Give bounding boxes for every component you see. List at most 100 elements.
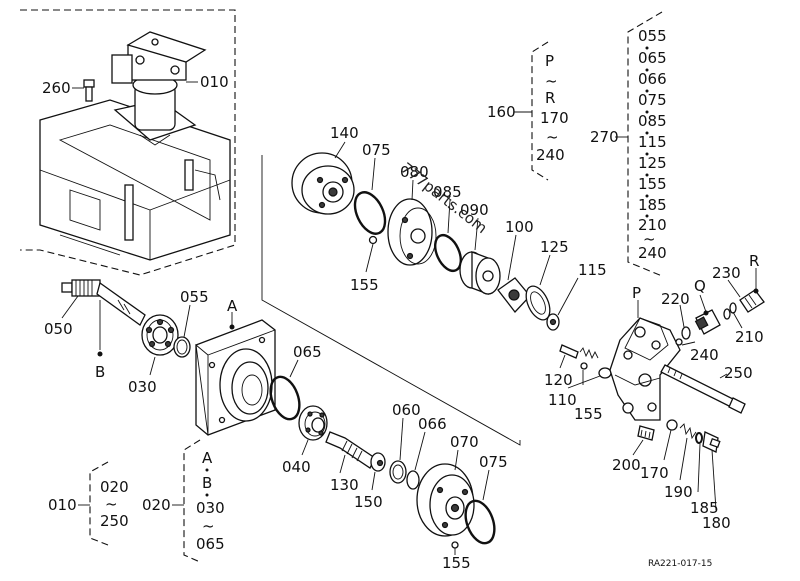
group270-item-7: 155 — [638, 175, 667, 193]
legend-010: 010 020 ~ 250 — [48, 461, 129, 546]
group-160: 160 P ~ R 170 ~ 240 — [487, 41, 569, 181]
group160-item-2: R — [545, 89, 555, 107]
drawing-code: RA221-017-15 — [648, 559, 712, 569]
frame-icon — [39, 99, 231, 261]
group-270: 270 055 065 066 075 085 115 125 155 185 … — [590, 11, 667, 277]
label-170: 170 — [640, 464, 669, 482]
label-085: 085 — [433, 183, 462, 201]
label-155a: 155 — [350, 276, 379, 294]
label-240: 240 — [690, 346, 719, 364]
flange-housing-icon — [195, 319, 276, 436]
group160-item-0: P — [545, 52, 554, 70]
label-066: 066 — [418, 415, 447, 433]
motor-assembly-icon — [111, 31, 207, 146]
label-200: 200 — [612, 456, 641, 474]
legend010-label: 010 — [48, 496, 77, 514]
label-055: 055 — [180, 288, 209, 306]
label-010: 010 — [200, 73, 229, 91]
legend020-label: 020 — [142, 496, 171, 514]
legend020-item-4: 065 — [196, 535, 225, 553]
group270-dots — [645, 46, 649, 218]
label-120: 120 — [544, 371, 573, 389]
label-090: 090 — [460, 201, 489, 219]
label-140: 140 — [330, 124, 359, 142]
label-030: 030 — [128, 378, 157, 396]
legend010-item-2: 250 — [100, 512, 129, 530]
label-070: 070 — [450, 433, 479, 451]
o-ring-icon — [353, 191, 387, 235]
front-left-group: 050 B 030 055 — [44, 279, 508, 572]
label-125: 125 — [540, 238, 569, 256]
label-A: A — [227, 297, 238, 315]
label-130: 130 — [330, 476, 359, 494]
ball-bearing-icon — [141, 314, 179, 356]
valve-group: 120 155 110 P 240 220 — [544, 252, 765, 532]
label-270: 270 — [590, 128, 619, 146]
explode-box — [261, 155, 521, 446]
label-060: 060 — [392, 401, 421, 419]
label-050: 050 — [44, 320, 73, 338]
group270-item-11: 240 — [638, 244, 667, 262]
check-valve-icon — [739, 289, 765, 313]
cylinder-090 — [459, 251, 501, 295]
group270-item-9: 210 — [638, 216, 667, 234]
legend010-item-1: ~ — [105, 495, 118, 513]
front-cover-070 — [416, 463, 475, 537]
label-110: 110 — [548, 391, 577, 409]
label-115: 115 — [578, 261, 607, 279]
label-P: P — [632, 284, 641, 302]
label-150: 150 — [354, 493, 383, 511]
label-040: 040 — [282, 458, 311, 476]
group160-item-4: ~ — [546, 128, 559, 146]
label-260: 260 — [42, 79, 71, 97]
label-210: 210 — [735, 328, 764, 346]
group160-item-1: ~ — [545, 72, 558, 90]
label-080: 080 — [400, 163, 429, 181]
valve-body-icon — [609, 317, 681, 421]
legend020-item-3: ~ — [202, 517, 215, 535]
group270-item-8: 185 — [638, 196, 667, 214]
label-220: 220 — [661, 290, 690, 308]
group270-item-10: ~ — [643, 230, 656, 248]
group270-item-2: 066 — [638, 70, 667, 88]
label-190: 190 — [664, 483, 693, 501]
group270-item-5: 115 — [638, 133, 667, 151]
group270-item-4: 085 — [638, 112, 667, 130]
label-155b: 155 — [574, 405, 603, 423]
valve-plate-080 — [387, 198, 437, 266]
rear-group: 140 075 155 080 085 090 — [291, 124, 607, 331]
label-180: 180 — [702, 514, 731, 532]
group270-item-3: 075 — [638, 91, 667, 109]
label-230: 230 — [712, 264, 741, 282]
swash-plate-100 — [497, 277, 531, 314]
long-bolt-icon — [660, 364, 746, 414]
group270-item-0: 055 — [638, 27, 667, 45]
group270-item-1: 065 — [638, 49, 667, 67]
label-185: 185 — [690, 499, 719, 517]
rear-cover-140 — [291, 152, 355, 215]
label-Q: Q — [694, 277, 706, 295]
legend020-item-2: 030 — [196, 499, 225, 517]
label-075a: 075 — [362, 141, 391, 159]
group160-item-3: 170 — [540, 109, 569, 127]
label-250: 250 — [724, 364, 753, 382]
label-075b: 075 — [479, 453, 508, 471]
bolt-icon — [83, 79, 95, 102]
group270-item-6: 125 — [638, 154, 667, 172]
group160-item-5: 240 — [536, 146, 565, 164]
legend020-item-0: A — [202, 449, 213, 467]
bearing-040 — [298, 405, 328, 441]
legend-020: 020 A B 030 ~ 065 — [142, 439, 225, 563]
relief-valve-icon — [694, 309, 721, 335]
label-R: R — [749, 252, 759, 270]
splined-shaft-icon — [61, 279, 146, 326]
label-065: 065 — [293, 343, 322, 361]
legend010-item-0: 020 — [100, 478, 129, 496]
label-100: 100 — [505, 218, 534, 236]
label-155c: 155 — [442, 554, 471, 572]
label-B: B — [95, 363, 105, 381]
legend020-item-1: B — [202, 474, 212, 492]
assembly-inset: 260 010 — [20, 9, 236, 276]
label-160: 160 — [487, 103, 516, 121]
